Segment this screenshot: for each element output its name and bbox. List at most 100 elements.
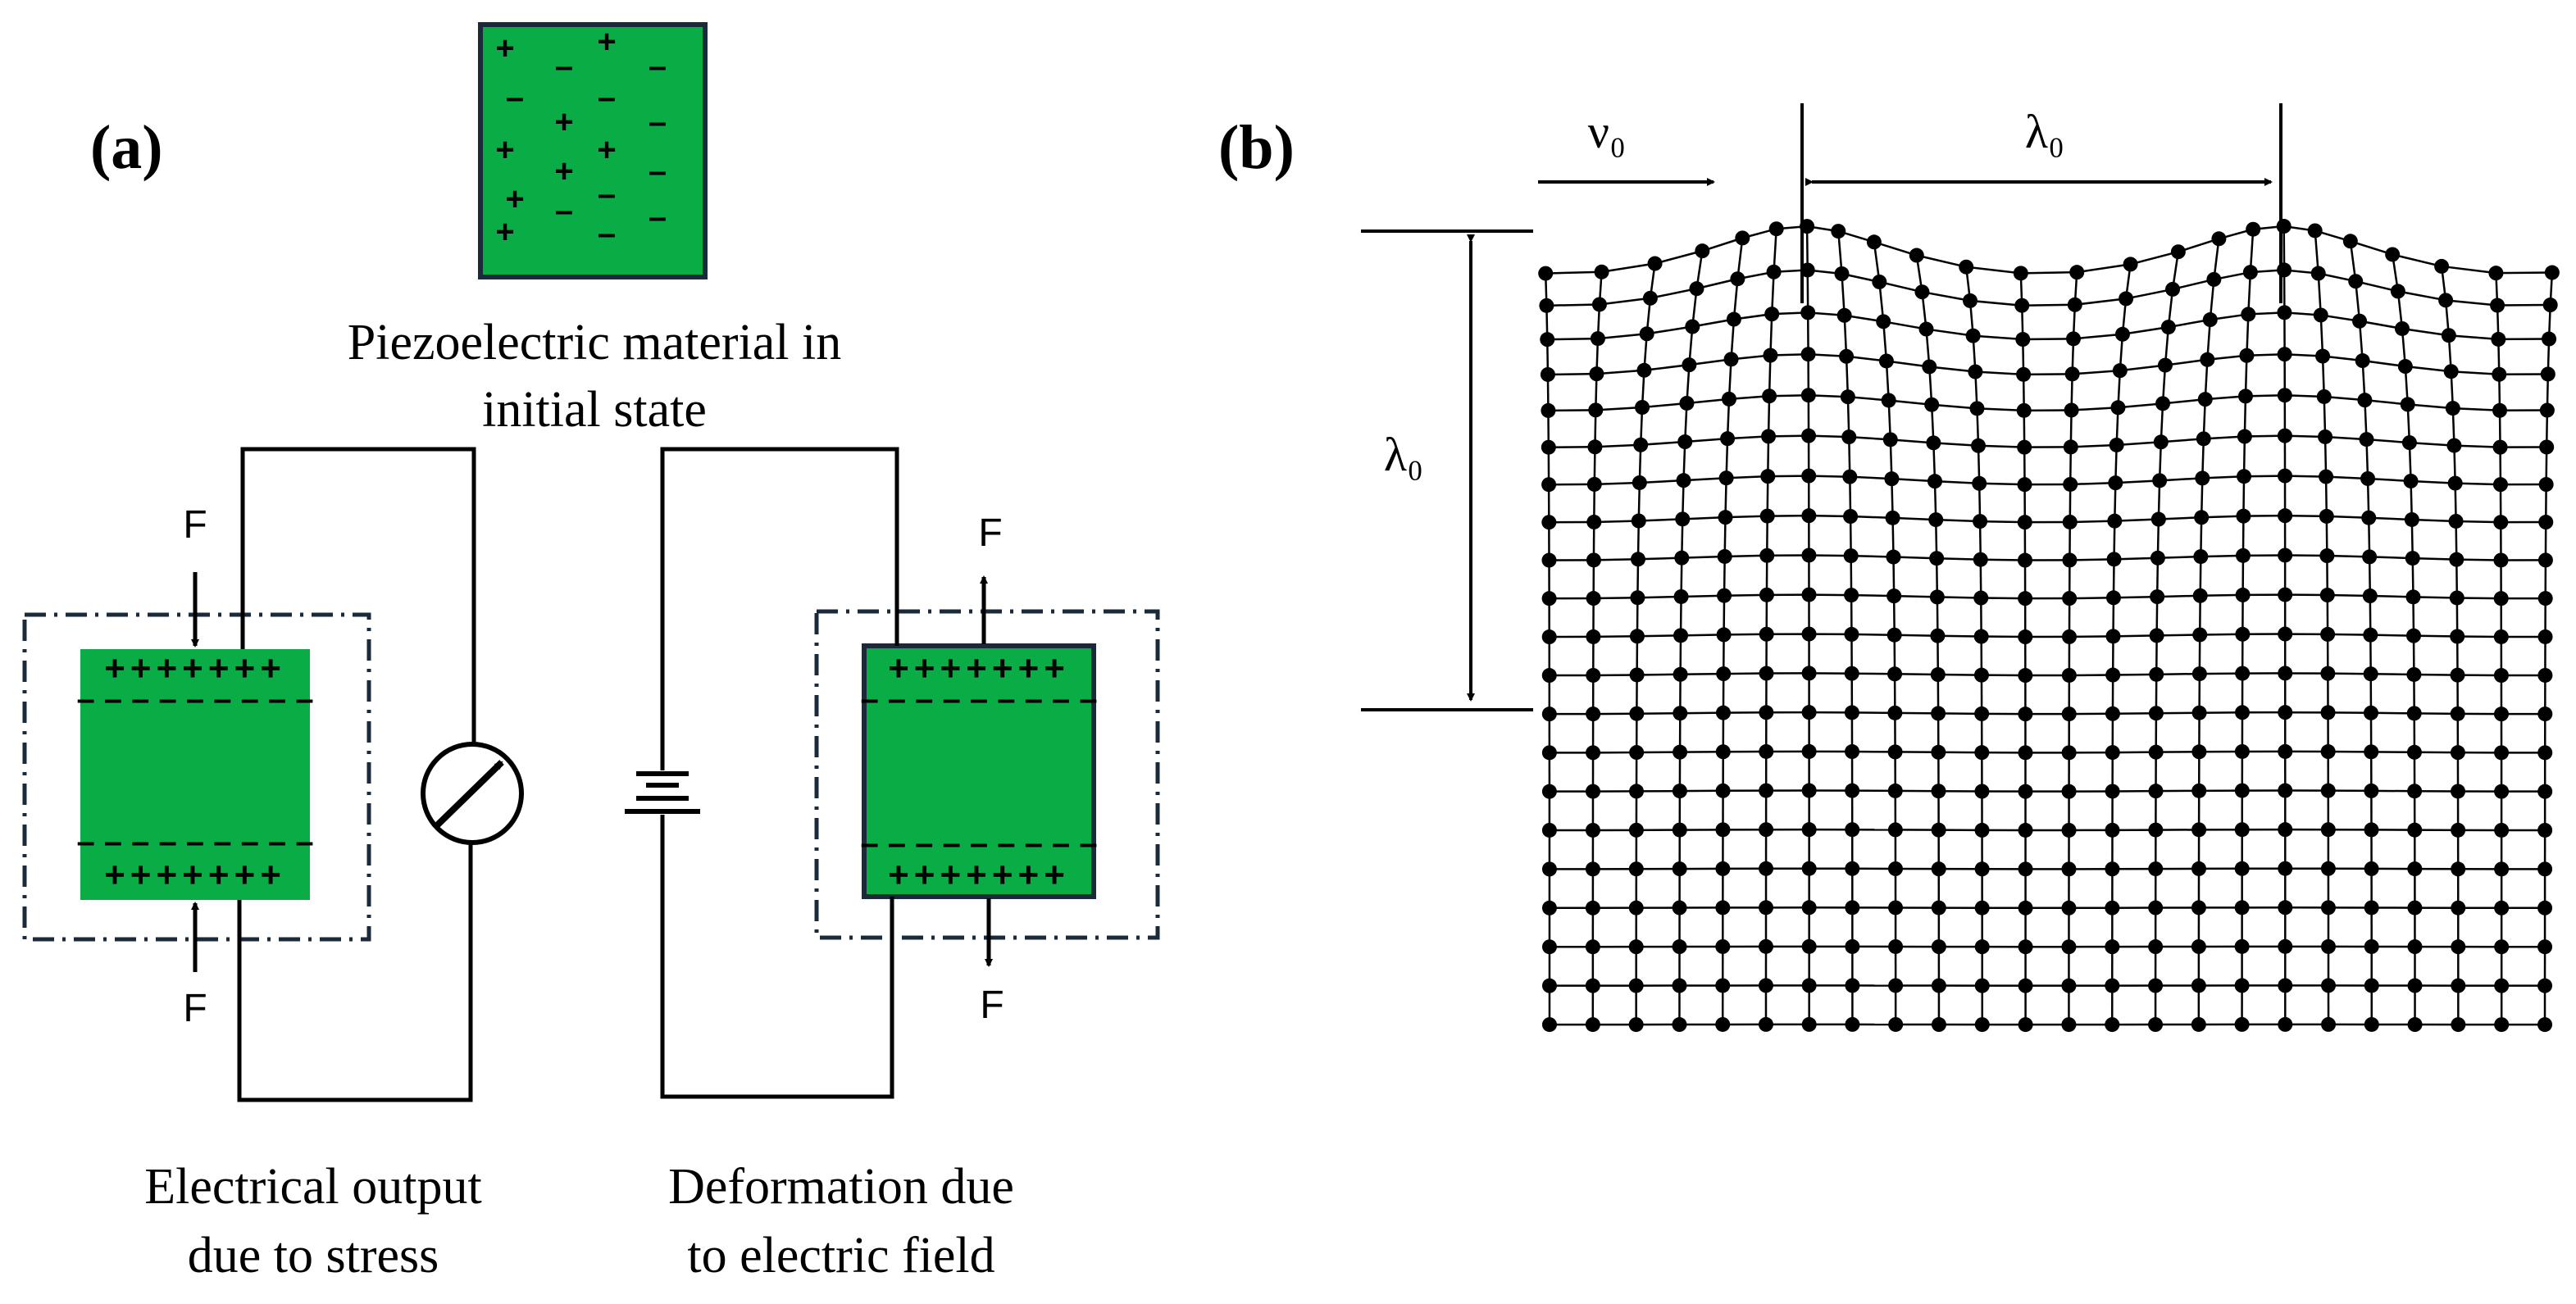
lattice-atom — [1966, 329, 1981, 343]
lattice-atom — [1760, 469, 1775, 484]
lattice-atom — [2148, 823, 2163, 838]
lattice-atom — [2107, 552, 2122, 566]
lattice-atom — [1542, 707, 1557, 721]
lattice-atom — [1722, 392, 1736, 407]
lattice-atom — [2450, 590, 2464, 605]
lattice-atom — [2320, 588, 2335, 602]
lattice-atom — [1972, 476, 1987, 491]
lattice-atom — [2319, 509, 2334, 524]
lattice-atom — [1673, 628, 1688, 643]
lattice-atom — [1974, 745, 1989, 760]
lattice-atom — [2107, 514, 2122, 529]
lattice-atom — [2408, 1017, 2423, 1032]
lattice-atom — [1735, 230, 1750, 245]
lattice-atom — [1586, 784, 1600, 799]
lattice-atom — [2492, 367, 2506, 382]
lattice-atom — [2537, 707, 2552, 721]
lattice-atom — [1677, 473, 1691, 488]
lattice-atom — [2062, 591, 2077, 606]
lattice-atom — [1542, 591, 1557, 606]
lattice-atom — [1845, 744, 1859, 759]
lattice-atom — [2235, 744, 2250, 759]
lattice-atom — [2448, 476, 2463, 491]
lattice-atom — [2321, 744, 2336, 759]
lattice-atom — [2539, 477, 2554, 492]
lattice-atom — [2278, 627, 2292, 642]
lattice-atom — [2407, 745, 2422, 760]
lattice-atom — [2278, 900, 2292, 915]
lattice-atom — [2235, 705, 2250, 720]
lattice-atom — [2018, 707, 2032, 721]
lattice-atom — [2352, 314, 2367, 329]
lattice-atom — [1672, 1017, 1686, 1032]
lattice-atom — [1715, 900, 1730, 915]
lattice-atom — [1716, 744, 1731, 759]
lattice-atom — [1760, 509, 1775, 524]
lattice-atom — [1975, 979, 1990, 993]
lattice-atom — [1674, 551, 1689, 566]
lattice-atom — [2494, 979, 2509, 993]
lattice-atom — [1761, 429, 1776, 443]
lattice-atom — [2362, 549, 2377, 564]
lattice-atom — [1931, 745, 1946, 760]
lattice-atom — [1673, 667, 1688, 682]
lattice-atom — [1673, 706, 1687, 720]
lattice-atom — [1975, 861, 1990, 876]
lattice-atom — [2444, 364, 2459, 379]
lattice-atom — [2149, 667, 2164, 682]
lattice-atom — [2015, 332, 2030, 347]
lattice-atom — [2150, 628, 2164, 643]
lattice-atom — [1888, 822, 1903, 837]
lattice-bond — [2131, 252, 2178, 264]
lattice-atom — [2155, 396, 2170, 411]
charge-symbol: – — [555, 193, 573, 229]
lattice-atom — [2062, 552, 2077, 567]
lattice-atom — [2148, 979, 2163, 993]
lattice-atom — [1695, 243, 1709, 258]
lattice-atom — [2148, 901, 2163, 916]
lattice-atom — [2451, 979, 2465, 993]
lattice-atom — [1801, 508, 1816, 523]
lattice-atom — [2278, 861, 2292, 876]
lattice-atom — [1542, 1017, 1557, 1032]
lattice-atom — [2494, 939, 2509, 954]
lattice-bond — [2021, 272, 2077, 273]
lattice-atom — [2064, 439, 2078, 454]
charge-symbol: + — [495, 214, 514, 250]
lattice-atom — [2537, 861, 2552, 876]
lattice-atom — [2105, 1017, 2119, 1032]
lattice-atom — [1715, 1017, 1730, 1032]
lattice-atom — [1586, 939, 1600, 954]
lattice-atom — [1974, 784, 1989, 799]
lattice-atom — [2363, 588, 2378, 603]
lattice-atom — [1727, 312, 1741, 327]
lattice-atom — [2438, 293, 2453, 307]
lattice-atom — [2065, 366, 2080, 381]
lattice-atom — [2545, 266, 2560, 280]
lattice-atom — [1801, 588, 1816, 602]
lattice-atom — [1932, 784, 1946, 798]
lattice-atom — [2364, 706, 2378, 720]
lattice-atom — [2494, 629, 2509, 644]
lattice-atom — [2235, 861, 2250, 876]
lattice-atom — [1718, 549, 1732, 564]
charge-symbol: + — [495, 132, 514, 168]
lattice-atom — [1969, 401, 1984, 416]
lattice-atom — [1716, 784, 1731, 798]
lattice-atom — [2063, 477, 2078, 492]
lattice-atom — [2308, 223, 2323, 238]
lattice-atom — [1586, 745, 1600, 760]
lattice-atom — [1763, 348, 1777, 363]
lattice-atom — [1587, 477, 1602, 492]
lattice-atom — [2537, 745, 2552, 760]
lattice-atom — [1586, 901, 1600, 916]
lattice-atom — [2108, 475, 2123, 490]
lattice-atom — [2321, 861, 2336, 876]
lattice-atom — [2318, 429, 2333, 444]
lattice-atom — [1677, 434, 1692, 449]
lattice-atom — [2018, 745, 2032, 760]
lattice-atom — [2364, 784, 2378, 798]
lattice-atom — [2538, 591, 2553, 606]
lattice-atom — [2061, 901, 2076, 916]
charge-symbol: + — [597, 132, 616, 168]
